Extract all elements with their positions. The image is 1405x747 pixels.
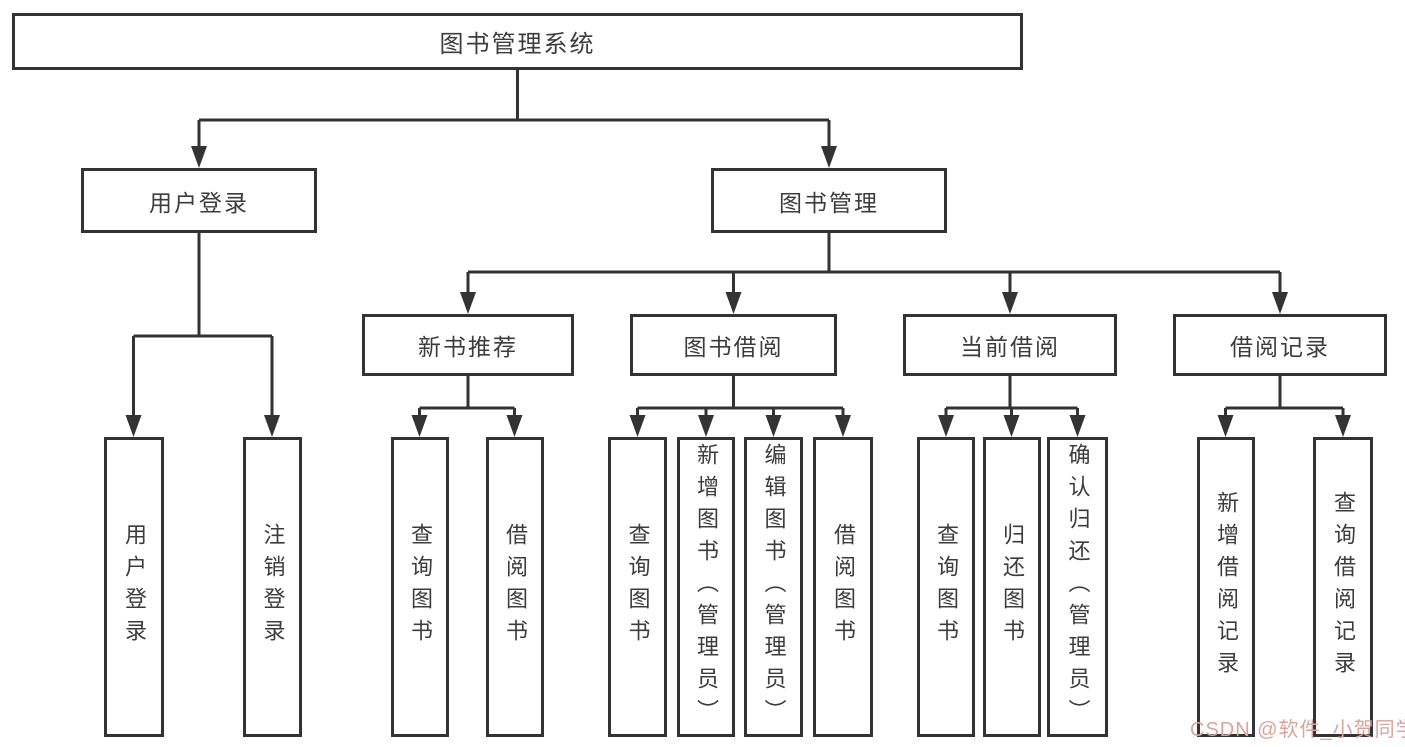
leaf-current-query-book: 查询图书 bbox=[917, 437, 975, 737]
arrowhead bbox=[629, 415, 646, 437]
arrowhead bbox=[821, 146, 837, 168]
leaf-logout-label: 注销登录 bbox=[260, 523, 286, 651]
arrowhead bbox=[191, 146, 207, 168]
arrowheads bbox=[125, 146, 1351, 437]
leaf-logout: 注销登录 bbox=[243, 437, 302, 737]
node-book-management-label: 图书管理 bbox=[779, 189, 879, 216]
leaf-borrow-query-book-label: 查询图书 bbox=[625, 523, 651, 651]
arrowhead bbox=[460, 292, 476, 314]
leaf-borrow-add-book-admin-label: 新增图书（管理员） bbox=[694, 443, 719, 731]
leaf-borrow-borrow-book: 借阅图书 bbox=[813, 437, 873, 737]
connector-book-mgmt-to-level3 bbox=[466, 233, 1282, 296]
leaf-newbook-borrow-book: 借阅图书 bbox=[486, 437, 544, 737]
arrowhead bbox=[264, 415, 280, 437]
leaf-record-add-borrow-record: 新增借阅记录 bbox=[1197, 437, 1255, 737]
leaf-user-login-label: 用户登录 bbox=[122, 523, 147, 651]
arrowhead bbox=[765, 415, 782, 437]
leaf-borrow-borrow-book-label: 借阅图书 bbox=[831, 523, 856, 651]
arrowhead bbox=[725, 292, 742, 314]
leaf-current-confirm-return-admin-label: 确认归还（管理员） bbox=[1065, 443, 1091, 731]
leaf-current-query-book-label: 查询图书 bbox=[934, 523, 959, 651]
arrowhead bbox=[1002, 292, 1018, 314]
arrowhead bbox=[1003, 415, 1020, 437]
node-root: 图书管理系统 bbox=[12, 13, 1023, 70]
leaf-current-confirm-return-admin: 确认归还（管理员） bbox=[1047, 437, 1108, 737]
leaf-record-add-borrow-record-label: 新增借阅记录 bbox=[1214, 491, 1239, 683]
leaf-current-return-book: 归还图书 bbox=[983, 437, 1041, 737]
arrowhead bbox=[125, 415, 142, 437]
leaf-record-query-borrow-record-label: 查询借阅记录 bbox=[1331, 491, 1356, 683]
arrowhead bbox=[1217, 415, 1234, 437]
csdn-watermark: CSDN @软件_小贺同学 bbox=[1190, 719, 1405, 741]
leaf-newbook-query-book-label: 查询图书 bbox=[408, 523, 433, 651]
connector-user-login-to-leaves bbox=[132, 233, 274, 419]
arrowhead bbox=[1069, 415, 1086, 437]
node-new-book-recommend-label: 新书推荐 bbox=[418, 334, 518, 360]
connector-current-borrow-to-leaves bbox=[944, 375, 1079, 419]
arrowhead bbox=[698, 415, 714, 437]
arrowhead bbox=[1335, 415, 1351, 437]
connector-new-book-to-leaves bbox=[418, 375, 516, 419]
node-borrow-record-label: 借阅记录 bbox=[1230, 334, 1330, 360]
leaf-borrow-edit-book-admin: 编辑图书（管理员） bbox=[744, 437, 803, 737]
arrowhead bbox=[506, 415, 523, 437]
node-book-management: 图书管理 bbox=[711, 168, 947, 233]
leaf-current-return-book-label: 归还图书 bbox=[1000, 523, 1025, 651]
leaf-borrow-edit-book-admin-label: 编辑图书（管理员） bbox=[761, 443, 787, 731]
node-book-borrow: 图书借阅 bbox=[630, 314, 837, 376]
node-user-login: 用户登录 bbox=[81, 168, 317, 233]
node-current-borrow-label: 当前借阅 bbox=[960, 334, 1060, 360]
leaf-user-login: 用户登录 bbox=[104, 437, 164, 737]
leaf-newbook-borrow-book-label: 借阅图书 bbox=[503, 523, 528, 651]
node-new-book-recommend: 新书推荐 bbox=[362, 314, 574, 376]
arrowhead bbox=[1272, 292, 1288, 314]
leaf-borrow-query-book: 查询图书 bbox=[608, 437, 667, 737]
node-root-label: 图书管理系统 bbox=[439, 31, 596, 58]
node-book-borrow-label: 图书借阅 bbox=[683, 334, 784, 360]
node-current-borrow: 当前借阅 bbox=[903, 314, 1117, 376]
leaf-borrow-add-book-admin: 新增图书（管理员） bbox=[677, 437, 735, 737]
node-borrow-record: 借阅记录 bbox=[1173, 314, 1387, 376]
connector-book-borrow-to-leaves bbox=[636, 375, 845, 419]
connector-borrow-record-to-leaves bbox=[1224, 375, 1345, 419]
arrowhead bbox=[938, 415, 954, 437]
arrowhead bbox=[411, 415, 428, 437]
connector-root-to-level2 bbox=[197, 69, 831, 150]
node-user-login-label: 用户登录 bbox=[149, 189, 249, 216]
arrowhead bbox=[835, 415, 851, 437]
leaf-newbook-query-book: 查询图书 bbox=[391, 437, 449, 737]
leaf-record-query-borrow-record: 查询借阅记录 bbox=[1313, 437, 1373, 737]
